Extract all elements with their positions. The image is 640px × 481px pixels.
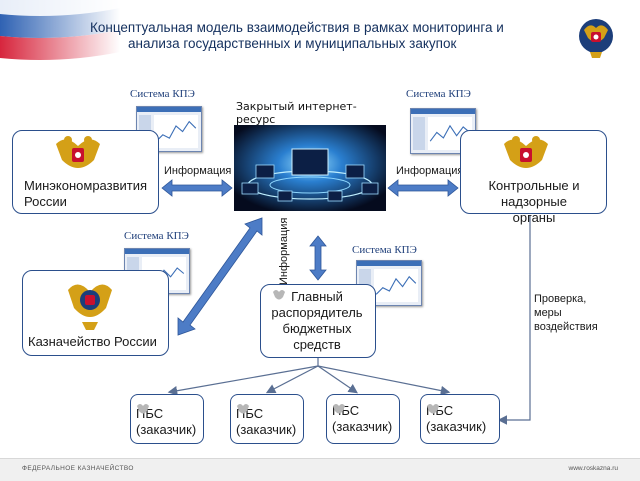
network-hub-image: [234, 125, 386, 211]
ministry-label: Минэкономразвития России: [24, 178, 148, 209]
footer-bar: [0, 458, 640, 481]
footer-link[interactable]: www.roskazna.ru: [568, 465, 619, 472]
control-label: Контрольные и надзорные органы: [488, 178, 580, 225]
treasury-label: Казначейство России: [28, 334, 157, 349]
arrow-icon: [161, 179, 233, 197]
russian-flag-icon: [0, 0, 120, 70]
treasury-emblem-icon: [68, 284, 112, 330]
coat-of-arms-icon: [237, 404, 249, 414]
coat-of-arms-icon: [56, 136, 100, 168]
kpe-label: Система КПЭ: [130, 88, 195, 100]
kpe-label: Система КПЭ: [124, 230, 189, 242]
arrow-icon: [177, 217, 263, 336]
coat-of-arms-icon: [137, 404, 149, 414]
page-title: Концептуальная модель взаимодействия в р…: [90, 20, 550, 52]
pbs-box: [130, 394, 204, 444]
info-label: Информация: [164, 165, 232, 177]
arrow-icon: [387, 179, 459, 197]
footer-left: ФЕДЕРАЛЬНОЕ КАЗНАЧЕЙСТВО: [22, 465, 134, 472]
monitor-screenshot-icon: [410, 108, 476, 154]
info-label: Информация: [396, 165, 464, 177]
gbs-label: Главный распорядитель бюджетных средств: [271, 289, 363, 352]
title-line-1: Концептуальная модель взаимодействия в р…: [90, 20, 504, 35]
treasury-emblem-icon: [579, 19, 613, 58]
arrow-icon: [309, 235, 327, 281]
kpe-label: Система КПЭ: [406, 88, 471, 100]
coat-of-arms-icon: [273, 290, 285, 300]
pbs-box: [230, 394, 304, 444]
pbs-box: [420, 394, 500, 444]
coat-of-arms-icon: [504, 136, 548, 168]
check-label: Проверка, меры воздействия: [534, 293, 598, 333]
coat-of-arms-icon: [427, 404, 439, 414]
pbs-box: [326, 394, 400, 444]
info-label: Информация: [278, 217, 290, 285]
pbs-label: ПБС (заказчик): [332, 403, 393, 434]
kpe-label: Система КПЭ: [352, 244, 417, 256]
center-label: Закрытый интернет-ресурс: [236, 100, 357, 126]
title-line-2: анализа государственных и муниципальных …: [128, 36, 457, 51]
coat-of-arms-icon: [333, 404, 345, 414]
